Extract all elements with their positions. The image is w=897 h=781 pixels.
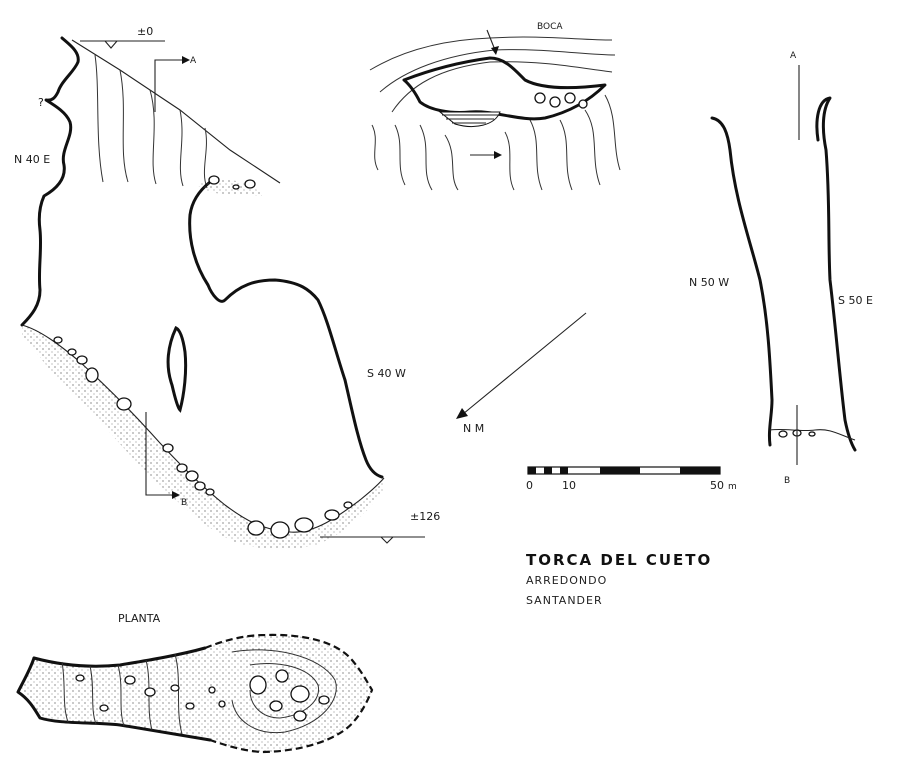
rock-pillar (166, 325, 188, 413)
contour-line (94, 54, 104, 183)
scale-bar: 0 10 50 m (526, 466, 737, 492)
contour-line (379, 49, 616, 93)
depth-bottom-label: ±126 (410, 510, 440, 523)
plan-contour (249, 663, 320, 719)
scale-segment (528, 467, 536, 474)
marker-top-label: A (790, 51, 797, 61)
entry-arrow-icon (491, 46, 499, 55)
entrance-opening (402, 56, 607, 121)
scale-tick-50: 50 (710, 479, 724, 492)
north-arrow: N M (456, 312, 587, 435)
contour-line (369, 36, 613, 71)
plan-contour (231, 649, 337, 734)
contour-line (584, 109, 601, 186)
wall-bearing-left: N 40 E (14, 153, 50, 166)
plan-wall-lower (16, 656, 212, 742)
surface-slope (71, 39, 281, 184)
entrance-plan: BOCA (369, 22, 621, 191)
wall-bearing-right: S 40 W (367, 367, 406, 380)
contour-line (203, 127, 208, 189)
scree-fill (22, 325, 384, 550)
shaft-wall-right (815, 96, 857, 452)
arrow-a-icon (182, 56, 190, 64)
contour-line (179, 109, 184, 187)
contour-line (444, 134, 459, 191)
entry-arrow (486, 29, 496, 51)
scale-segment (544, 467, 552, 474)
contour-line (504, 131, 515, 191)
scale-unit: m (728, 482, 737, 492)
scale-segment (600, 467, 640, 474)
contour-line (559, 119, 573, 191)
north-arrow-line (462, 312, 587, 415)
contour-line (394, 124, 406, 186)
section-ab: ±0 A ? (14, 25, 440, 550)
boulders (53, 175, 353, 539)
cave-wall-left (20, 36, 80, 327)
unknown-mark: ? (38, 96, 44, 109)
scale-segment (560, 467, 568, 474)
plan-label: PLANTA (118, 612, 161, 625)
scale-segment (680, 467, 720, 474)
plan-contour (89, 665, 97, 725)
shaft-wall-left (710, 116, 774, 447)
datum-marker-bottom (380, 536, 394, 544)
datum-marker-top (104, 40, 118, 49)
contour-line (119, 69, 129, 183)
plan-contour (61, 661, 69, 723)
entrance-label: BOCA (537, 22, 563, 32)
plan-view: PLANTA (16, 612, 374, 754)
entrance-boulders (534, 92, 588, 109)
survey-title: TORCA DEL CUETO (526, 551, 712, 569)
scale-tick-10: 10 (562, 479, 576, 492)
marker-b-label: B (181, 498, 187, 508)
contour-line (419, 124, 433, 191)
contour-line (371, 124, 379, 171)
marker-a-label: A (190, 56, 197, 66)
marker-bottom-label: B (784, 476, 790, 486)
plan-fill (18, 634, 372, 752)
shaft-bearing-left: N 50 W (689, 276, 729, 289)
section-cd: A B N 50 W S 50 E (689, 51, 873, 486)
section-line-b (145, 412, 172, 496)
contour-line (529, 119, 543, 191)
shaft-floor (769, 428, 856, 441)
contour-line (604, 94, 621, 171)
cave-wall-right (188, 180, 384, 479)
survey-municipality: ARREDONDO (526, 574, 607, 587)
plan-boulders (75, 669, 330, 722)
north-arrow-icon (456, 408, 468, 419)
title-block: TORCA DEL CUETO ARREDONDO SANTANDER (526, 551, 712, 607)
north-label: N M (463, 422, 484, 435)
depth-top-label: ±0 (137, 25, 153, 38)
shaft-bearing-right: S 50 E (838, 294, 873, 307)
plan-contour (117, 664, 125, 727)
lip-hatch (442, 114, 498, 124)
section-line-a (154, 59, 182, 112)
arrow-b-icon (172, 491, 180, 499)
plan-contour (174, 653, 183, 735)
survey-province: SANTANDER (526, 594, 603, 607)
scale-tick-0: 0 (526, 479, 533, 492)
contour-line (149, 89, 157, 185)
flow-arrow-icon (494, 151, 502, 159)
plan-dashed-boundary (204, 633, 374, 754)
plan-wall-upper (32, 646, 207, 668)
